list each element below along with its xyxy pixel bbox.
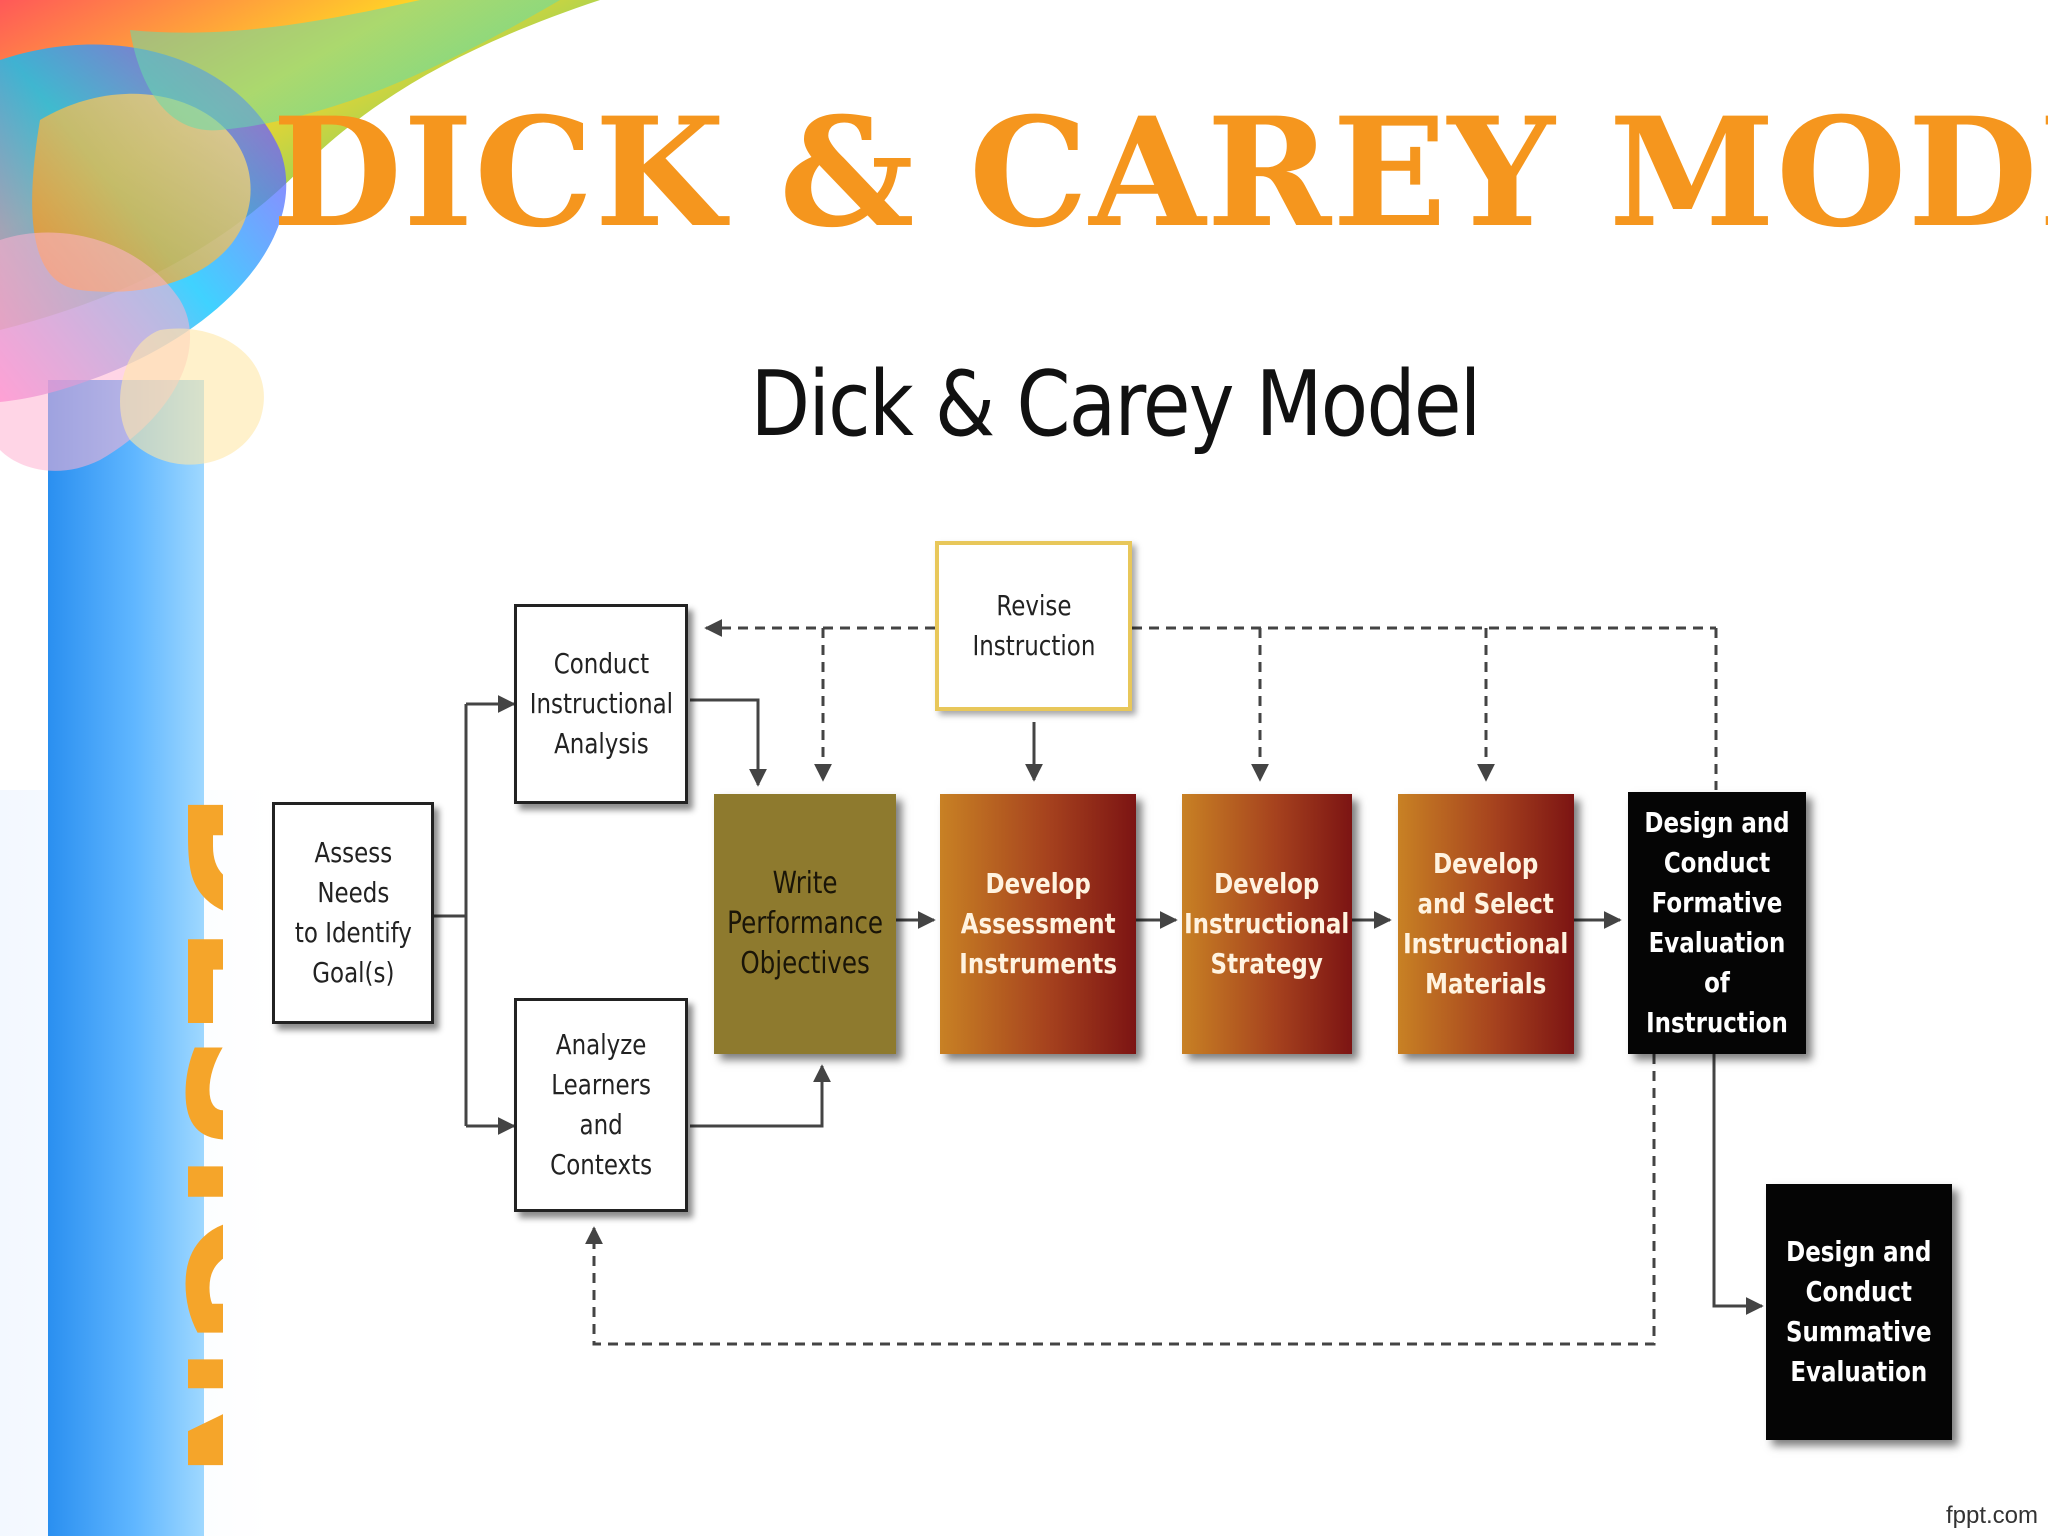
box-formative-evaluation: Design and Conduct Formative Evaluation … — [1628, 792, 1806, 1054]
arrow-analyze-to-write — [690, 1064, 831, 1128]
box-summative-label: Design and Conduct Summative Evaluation — [1786, 1235, 1932, 1388]
box-materials-label: Develop and Select Instructional Materia… — [1403, 847, 1569, 1000]
arrow-formative-to-summative — [1712, 1054, 1764, 1315]
box-write-performance-objectives: Write Performance Objectives — [714, 794, 896, 1054]
box-revise-label: Revise Instruction — [972, 589, 1095, 662]
box-formative-label: Design and Conduct Formative Evaluation … — [1644, 806, 1790, 1039]
dashed-feedback-bottom — [585, 1054, 1656, 1346]
box-develop-assessment-instruments: Develop Assessment Instruments — [940, 794, 1136, 1054]
box-assess-needs-label: Assess Needs to Identify Goal(s) — [294, 836, 412, 989]
watermark-text: fppt.com — [1945, 1502, 2038, 1529]
blue-side-strip — [48, 380, 204, 1536]
design-vertical-label: DESIGN — [146, 790, 223, 1480]
box-strategy-label: Develop Instructional Strategy — [1184, 867, 1350, 980]
box-revise-instruction: Revise Instruction — [935, 541, 1132, 711]
diagram-title: Dick & Carey Model — [750, 352, 1481, 457]
box-conduct-instructional-analysis: Conduct Instructional Analysis — [514, 604, 688, 804]
arrow-conduct-to-write — [690, 698, 767, 787]
design-vertical-text: DESIGN — [146, 790, 223, 1480]
slide-title: DICK & CAREY MODEL — [272, 85, 2048, 261]
box-develop-instructional-strategy: Develop Instructional Strategy — [1182, 794, 1352, 1054]
box-develop-select-materials: Develop and Select Instructional Materia… — [1398, 794, 1574, 1054]
box-summative-evaluation: Design and Conduct Summative Evaluation — [1766, 1184, 1952, 1440]
decorative-swirl-graphic — [0, 0, 600, 471]
box-assessment-label: Develop Assessment Instruments — [959, 867, 1117, 980]
box-write-label: Write Performance Objectives — [727, 866, 883, 981]
box-assess-needs: Assess Needs to Identify Goal(s) — [272, 802, 434, 1024]
box-conduct-label: Conduct Instructional Analysis — [529, 647, 673, 760]
box-analyze-learners: Analyze Learners and Contexts — [514, 998, 688, 1212]
box-analyze-label: Analyze Learners and Contexts — [550, 1028, 652, 1181]
